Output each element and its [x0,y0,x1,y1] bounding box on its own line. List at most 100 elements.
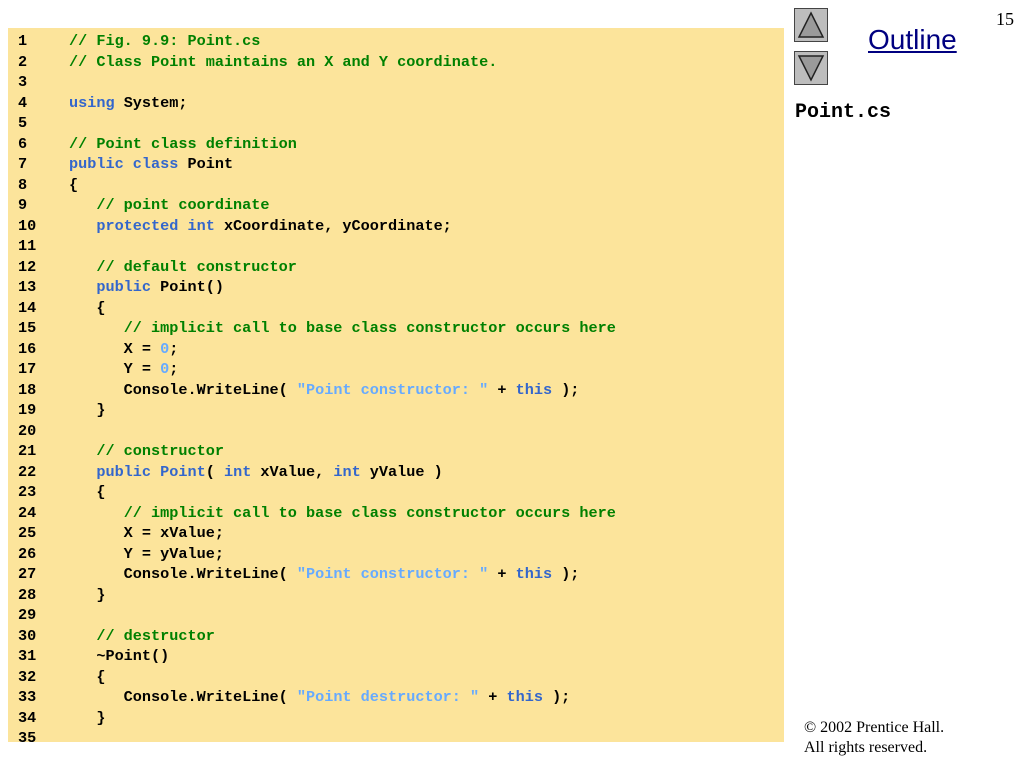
line-source: Console.WriteLine( "Point constructor: "… [69,564,580,585]
triangle-up-icon [797,11,825,38]
line-source: } [69,585,105,606]
code-token-plain: ( [205,462,224,481]
code-token-plain: ); [542,688,571,706]
line-number: 18 [18,380,37,399]
line-source: // Class Point maintains an X and Y coor… [69,52,497,73]
code-token-plain [69,319,124,337]
code-token-plain: + [488,380,516,399]
code-token-plain: Console.WriteLine( [69,565,297,583]
code-token-plain: Y = [69,360,161,378]
code-token-comment: // destructor [96,626,215,645]
code-token-plain: xCoordinate, yCoordinate; [214,216,452,235]
code-line: 18 Console.WriteLine( "Point constructor… [8,380,784,401]
line-number: 34 [18,708,37,727]
line-number: 4 [18,93,28,112]
line-source: public Point( int xValue, int yValue ) [69,462,443,483]
outline-link[interactable]: Outline [868,24,957,55]
code-token-comment: // constructor [96,442,224,460]
line-number: 35 [18,729,37,742]
code-line: 23 { [8,482,784,503]
code-token-plain: { [69,483,106,501]
file-name-label: Point.cs [795,101,892,124]
code-token-plain: Console.WriteLine( [69,380,297,399]
line-number: 2 [18,52,28,71]
line-source: Console.WriteLine( "Point destructor: " … [69,687,571,708]
code-line: 28 } [8,585,784,606]
code-token-plain: + [479,688,507,706]
line-source: // constructor [69,441,224,462]
line-number: 28 [18,585,37,604]
line-source: { [69,175,78,196]
code-token-string: "Point constructor: " [296,565,489,583]
code-token-number: 0 [160,339,170,358]
code-token-comment: // implicit call to base class construct… [123,319,616,337]
line-number: 3 [18,73,28,91]
line-number: 23 [18,483,37,501]
code-token-string: "Point constructor: " [296,380,489,399]
code-line: 21 // constructor [8,441,784,462]
line-number: 7 [18,155,28,173]
line-number: 24 [18,503,37,522]
line-source: { [69,667,105,688]
line-number: 30 [18,626,37,645]
code-token-keyword: this [506,688,543,706]
code-token-plain: { [69,667,106,686]
line-number: 32 [18,667,37,686]
code-line: 20 [8,421,784,442]
code-token-comment: // Fig. 9.9: Point.cs [69,32,261,50]
code-line: 15 // implicit call to base class constr… [8,318,784,339]
line-number: 13 [18,278,37,296]
line-number: 21 [18,442,37,460]
code-token-plain [69,196,96,214]
line-number: 10 [18,216,37,235]
code-token-plain: ; [169,339,179,358]
code-token-keyword: int [333,462,361,481]
line-source: // Fig. 9.9: Point.cs [69,31,260,52]
next-slide-button[interactable] [794,51,828,85]
line-number: 29 [18,606,37,624]
line-number: 31 [18,647,37,665]
line-number: 26 [18,544,37,563]
code-token-plain: xValue, [251,462,334,481]
line-number: 9 [18,196,28,214]
code-line: 5 [8,113,784,134]
code-line: 17 Y = 0; [8,359,784,380]
code-token-keyword: public [96,278,152,296]
code-line: 35 [8,728,784,742]
copyright-line-2: All rights reserved. [804,739,928,756]
copyright-line-1: © 2002 Prentice Hall. [804,719,945,736]
line-source: { [69,482,105,503]
code-token-plain: ; [169,360,179,378]
previous-slide-button[interactable] [794,8,828,42]
line-source: public Point() [69,277,224,298]
line-number: 6 [18,134,28,153]
line-source: // default constructor [69,257,297,278]
code-token-plain [69,442,96,460]
code-token-plain: X = [69,339,161,358]
code-token-plain [69,463,96,481]
line-number: 5 [18,114,28,132]
code-line: 6 // Point class definition [8,134,784,155]
code-token-keyword: this [515,565,553,583]
line-source: // destructor [69,626,215,647]
code-line: 16 X = 0; [8,339,784,360]
code-token-comment: // implicit call to base class construct… [123,503,616,522]
code-token-plain: yValue ) [360,462,443,481]
line-source: ~Point() [69,646,169,667]
line-source: // Point class definition [69,134,297,155]
line-number: 17 [18,360,37,378]
code-token-keyword: public class [69,155,179,173]
code-token-plain: System; [114,93,188,112]
code-line: 32 { [8,667,784,688]
code-line: 24 // implicit call to base class constr… [8,503,784,524]
line-number: 20 [18,421,37,440]
code-token-plain [69,627,96,645]
page-number: 15 [996,9,1014,29]
line-number: 33 [18,688,37,706]
code-token-plain: ); [552,565,580,583]
code-line: 22 public Point( int xValue, int yValue … [8,462,784,483]
line-number: 25 [18,524,37,542]
code-token-plain [69,504,124,522]
code-token-plain: { [69,298,106,317]
